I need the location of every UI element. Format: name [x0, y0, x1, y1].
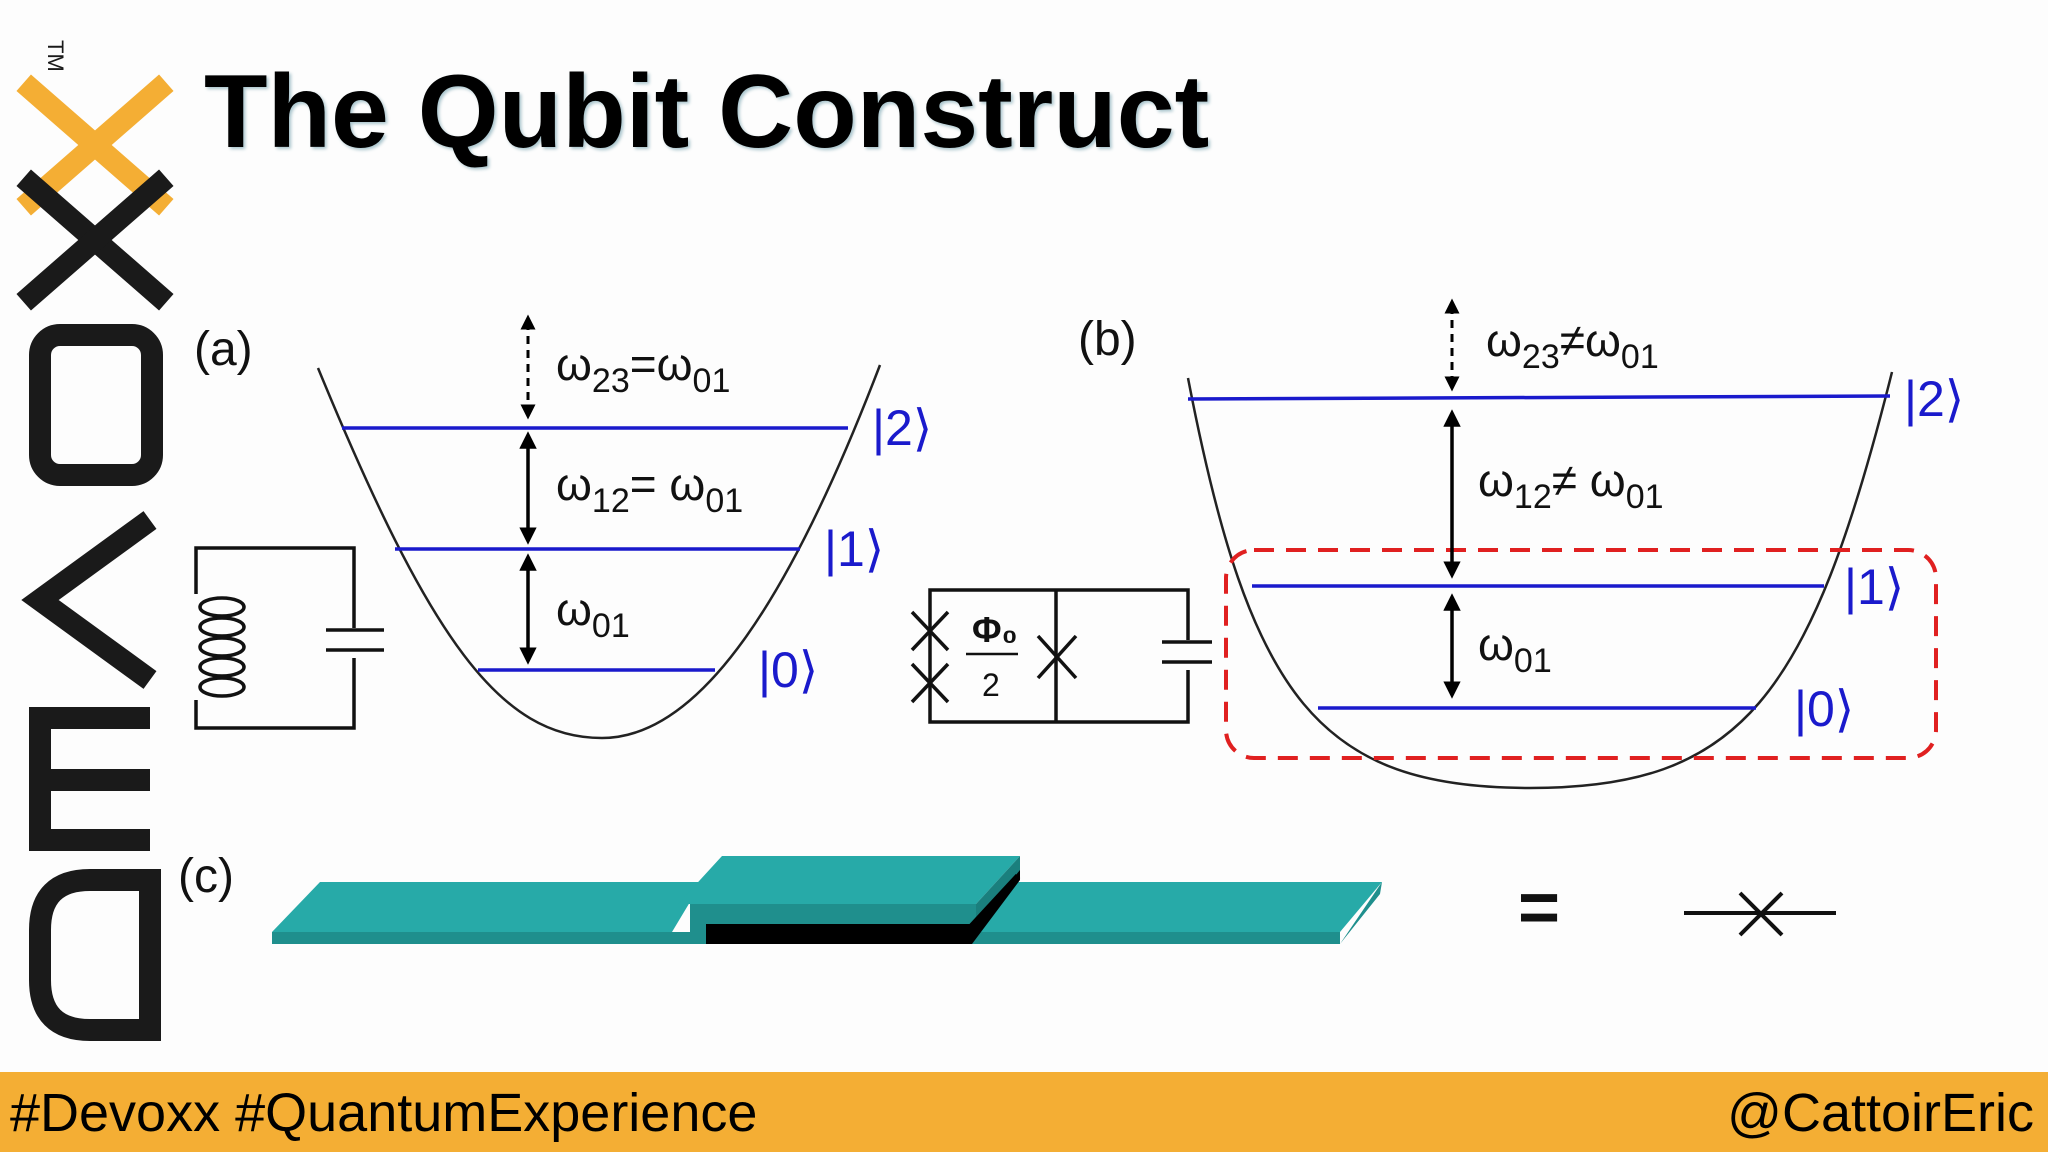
anharmonic-potential-curve: [1186, 371, 1894, 790]
panel-a: (a) |2⟩ |1⟩ |0⟩ ω23=ω01 ω12= ω01 ω01: [181, 314, 932, 740]
footer-handle: @CattoirEric: [1727, 1083, 2034, 1143]
label-w12: ω12= ω01: [556, 458, 743, 520]
devoxx-logo: TM: [16, 40, 174, 1041]
panel-b: (b) |2⟩ |1⟩ |0⟩ ω23≠ω01 ω12≠ ω01 ω01: [910, 298, 1964, 790]
qubit-subspace-highlight: [1224, 548, 1938, 760]
label-w01: ω01: [556, 583, 630, 645]
flux-numerator: Φ₀: [972, 609, 1018, 650]
flux-denominator: 2: [982, 667, 1000, 703]
ket-2: |2⟩: [1904, 371, 1964, 427]
equals-sign: =: [1518, 868, 1560, 948]
panel-c: (c) =: [178, 850, 1836, 948]
right-electrode-top: [970, 882, 1382, 932]
ket-0: |0⟩: [758, 642, 818, 698]
right-electrode-front: [970, 882, 1382, 944]
harmonic-potential-curve: [316, 364, 882, 740]
label-w12: ω12≠ ω01: [1478, 454, 1664, 516]
ket-1: |1⟩: [1844, 559, 1904, 615]
top-electrode-top: [678, 856, 1020, 904]
bottom-electrode-top: [272, 882, 702, 932]
label-w23: ω23≠ω01: [1486, 314, 1659, 376]
transmon-circuit: [910, 588, 1212, 724]
label-w23: ω23=ω01: [556, 338, 730, 400]
level-2-line: [1187, 394, 1891, 401]
footer-hashtags: #Devoxx #QuantumExperience: [10, 1083, 758, 1143]
slide-title: The Qubit Construct: [204, 54, 1210, 170]
logo-letter-v: [21, 511, 157, 689]
lc-circuit: [181, 546, 384, 730]
logo-x-dark: [16, 169, 174, 311]
panel-b-label: (b): [1078, 313, 1137, 366]
panel-a-label: (a): [194, 323, 253, 376]
ket-1: |1⟩: [824, 521, 884, 577]
logo-letter-d: [29, 869, 161, 1041]
bottom-electrode-front: [272, 932, 706, 944]
footer-bar: #Devoxx #QuantumExperience @CattoirEric: [0, 1072, 2048, 1152]
logo-x-orange: [16, 74, 174, 216]
label-w01: ω01: [1478, 618, 1552, 680]
logo-letter-o: [29, 324, 163, 486]
josephson-junction-symbol: [1684, 891, 1836, 937]
ket-0: |0⟩: [1794, 681, 1854, 737]
panel-c-label: (c): [178, 850, 234, 903]
trademark-mark: TM: [43, 40, 68, 72]
top-electrode-front: [690, 904, 976, 932]
ket-2: |2⟩: [872, 400, 932, 456]
